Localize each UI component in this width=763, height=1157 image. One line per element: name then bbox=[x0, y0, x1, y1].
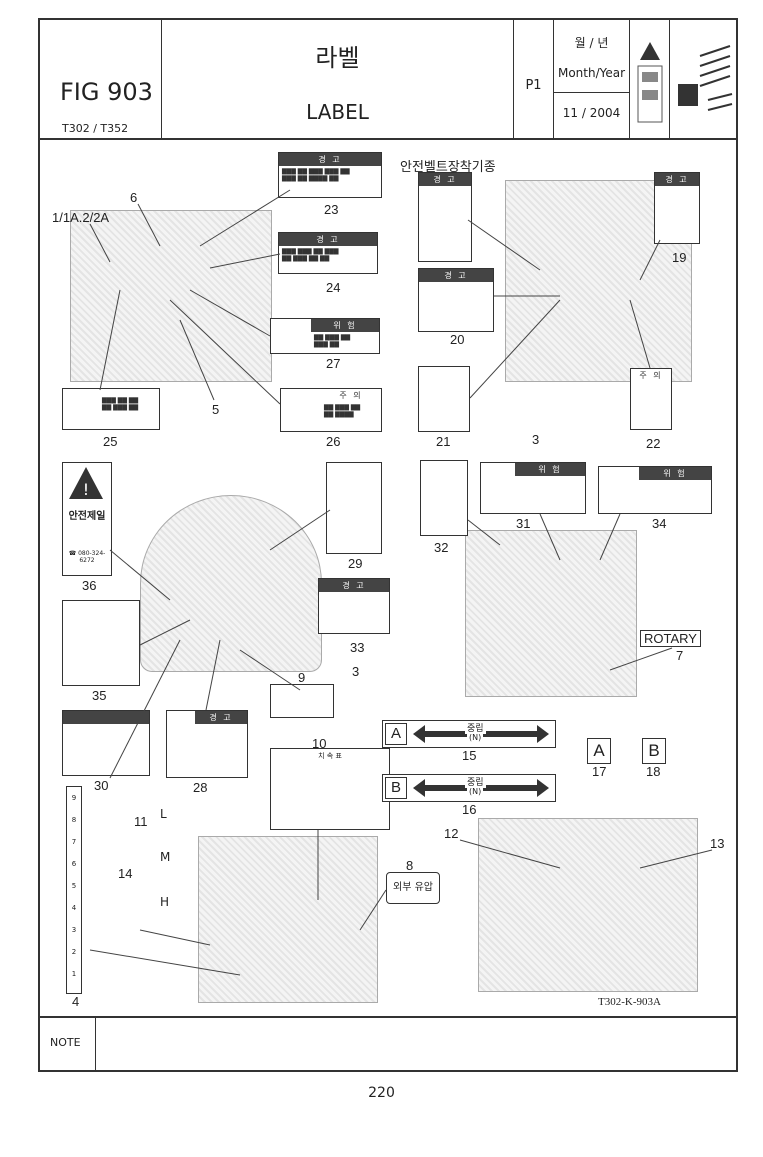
label-19: 경 고 bbox=[654, 172, 700, 244]
warning-triangle-icon: ! bbox=[69, 467, 103, 499]
callout-36: 36 bbox=[82, 578, 97, 593]
label-20: 경 고 bbox=[418, 268, 494, 332]
page-code: P1 bbox=[525, 78, 542, 93]
fig-number: FIG 903 bbox=[60, 78, 153, 106]
tractor-rear-illustration bbox=[465, 530, 637, 697]
callout-15: 15 bbox=[462, 748, 477, 763]
label-11: L bbox=[160, 807, 167, 821]
steering-wheel-illustration bbox=[140, 495, 322, 672]
wrench-tools-icon bbox=[678, 45, 733, 111]
callout-8: 8 bbox=[406, 858, 414, 873]
label-26: 주 의 ▇▇ ▇▇▇ ▇▇▇▇ ▇▇▇▇ bbox=[280, 388, 382, 432]
callout-17: 17 bbox=[592, 764, 607, 779]
tools-icon-cell bbox=[670, 20, 736, 138]
plate-number: T302-K-903A bbox=[598, 996, 661, 1008]
title-english: LABEL bbox=[306, 100, 369, 124]
fig-cell: FIG 903 T302 / T352 bbox=[40, 20, 162, 138]
label-24: 경 고 ▇▇▇ ▇▇▇ ▇▇ ▇▇▇▇▇ ▇▇▇ ▇▇ ▇▇ bbox=[278, 232, 378, 274]
callout-18: 18 bbox=[646, 764, 661, 779]
callout-10: 10 bbox=[312, 736, 327, 751]
month-label-ko: 월 / 년 bbox=[574, 36, 609, 50]
title-korean: 라벨 bbox=[315, 44, 360, 72]
callout-27: 27 bbox=[326, 356, 341, 371]
title-cell: 라벨 LABEL bbox=[162, 20, 514, 138]
engine-compartment-illustration bbox=[478, 818, 698, 992]
callout-25: 25 bbox=[103, 434, 118, 449]
callout-30: 30 bbox=[94, 778, 109, 793]
callout-3-lower: 3 bbox=[352, 664, 360, 679]
callout-21: 21 bbox=[436, 434, 451, 449]
callout-7: 7 bbox=[676, 648, 684, 663]
label-27: 위 험 ▇▇ ▇▇▇ ▇▇▇▇▇ ▇▇ bbox=[270, 318, 380, 354]
callout-20: 20 bbox=[450, 332, 465, 347]
callout-11: 11 bbox=[134, 814, 148, 829]
callout-22: 22 bbox=[646, 436, 661, 451]
label-17: A bbox=[587, 738, 611, 764]
transmission-illustration bbox=[198, 836, 378, 1003]
label-15: A 중립 (N) bbox=[382, 720, 556, 748]
callout-5: 5 bbox=[212, 402, 220, 417]
callout-35: 35 bbox=[92, 688, 107, 703]
range-m-label: M bbox=[160, 850, 171, 864]
callout-31: 31 bbox=[516, 516, 531, 531]
callout-19: 19 bbox=[672, 250, 687, 265]
header: FIG 903 T302 / T352 라벨 LABEL P1 월 / 년 Mo… bbox=[40, 20, 736, 140]
label-22: 주 의 bbox=[630, 368, 672, 430]
warning-icon-cell bbox=[630, 20, 670, 138]
tractor-side-illustration bbox=[70, 210, 272, 382]
callout-34: 34 bbox=[652, 516, 667, 531]
label-34: 위 험 bbox=[598, 466, 712, 514]
page-frame: FIG 903 T302 / T352 라벨 LABEL P1 월 / 년 Mo… bbox=[38, 18, 738, 1072]
callout-24: 24 bbox=[326, 280, 341, 295]
callout-3-upper: 3 bbox=[532, 432, 540, 447]
label-16: B 중립 (N) bbox=[382, 774, 556, 802]
month-label-en: Month/Year bbox=[557, 66, 626, 80]
callout-9: 9 bbox=[298, 670, 306, 685]
label-31: 위 험 bbox=[480, 462, 586, 514]
callout-29: 29 bbox=[348, 556, 363, 571]
page-cell: P1 bbox=[514, 20, 554, 138]
callout-6: 6 bbox=[130, 190, 138, 205]
label-8: 외부 유압 bbox=[386, 872, 440, 904]
callout-16: 16 bbox=[462, 802, 477, 817]
note-label: NOTE bbox=[50, 1036, 81, 1049]
note-row: NOTE bbox=[40, 1016, 736, 1070]
label-18: B bbox=[642, 738, 666, 764]
section-title: 안전벨트장착기종 bbox=[400, 160, 496, 175]
label-28: 경 고 bbox=[166, 710, 248, 778]
callout-12: 12 bbox=[444, 826, 459, 841]
callout-32: 32 bbox=[434, 540, 449, 555]
label-32 bbox=[420, 460, 468, 536]
page-number: 220 bbox=[368, 1085, 395, 1101]
callout-4: 4 bbox=[72, 994, 80, 1009]
label-23: 경 고 ▇▇▇ ▇▇ ▇▇▇ ▇▇▇ ▇▇▇▇▇ ▇▇ ▇▇▇▇ ▇▇ bbox=[278, 152, 382, 198]
callout-1-1a-2-2a: 1/1A.2/2A bbox=[52, 210, 110, 225]
callout-33: 33 bbox=[350, 640, 365, 655]
label-29 bbox=[326, 462, 382, 554]
warning-icon bbox=[637, 42, 663, 123]
label-10: 치 속 표 bbox=[270, 748, 390, 830]
label-30 bbox=[62, 710, 150, 776]
svg-text:!: ! bbox=[83, 480, 89, 499]
label-9 bbox=[270, 684, 334, 718]
date-cell: 월 / 년 Month/Year 11 / 2004 bbox=[554, 20, 630, 138]
date-value: 11 / 2004 bbox=[562, 106, 621, 120]
label-safety-belt-warning: 경 고 bbox=[418, 172, 472, 262]
model-numbers: T302 / T352 bbox=[62, 122, 129, 135]
label-33: 경 고 bbox=[318, 578, 390, 634]
rotary-label: ROTARY bbox=[640, 630, 701, 647]
range-h-label: H bbox=[160, 895, 170, 909]
label-25: ▇▇▇ ▇▇ ▇▇▇▇ ▇▇▇ ▇▇ bbox=[62, 388, 160, 430]
label-36: ! 안전제일 ☎ 080-324-6272 bbox=[62, 462, 112, 576]
callout-26: 26 bbox=[326, 434, 341, 449]
callout-28: 28 bbox=[193, 780, 208, 795]
callout-13: 13 bbox=[710, 836, 725, 851]
label-21 bbox=[418, 366, 470, 432]
callout-14: 14 bbox=[118, 866, 133, 881]
callout-23: 23 bbox=[324, 202, 339, 217]
label-35 bbox=[62, 600, 140, 686]
